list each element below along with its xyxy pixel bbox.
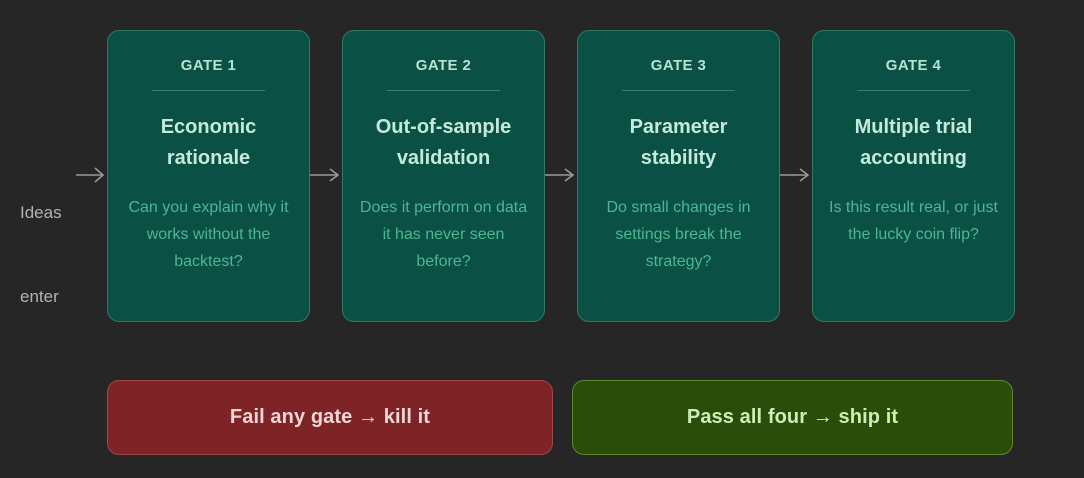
gate-divider (387, 90, 500, 91)
arrow-right-icon (310, 168, 340, 182)
gate-description: Can you explain why it works without the… (128, 199, 289, 270)
gate-title-line2: rationale (166, 147, 251, 169)
gate-title: Multiple trial accounting (827, 112, 1000, 174)
gate-label: GATE 1 (180, 57, 237, 74)
gate-description: Do small changes in settings break the s… (606, 199, 751, 270)
gate-title: Economic rationale (122, 112, 295, 174)
gate-card-4[interactable]: GATE 4 Multiple trial accounting Is this… (812, 30, 1015, 322)
gate-label: GATE 4 (885, 57, 942, 74)
entry-label-line2: enter (20, 287, 59, 306)
gate-title-line1: Out-of-sample (375, 116, 512, 138)
gate-description: Does it perform on data it has never see… (359, 199, 528, 270)
gate-title-line1: Multiple trial (854, 116, 973, 138)
gate-title-line2: validation (396, 147, 491, 169)
gate-title: Parameter stability (592, 112, 765, 174)
gate-title-line2: stability (640, 147, 717, 169)
gate-title-line1: Parameter (629, 116, 728, 138)
arrow-right-icon (780, 168, 810, 182)
gate-label: GATE 2 (415, 57, 472, 74)
entry-label-line1: Ideas (20, 203, 62, 222)
gate-label: GATE 3 (650, 57, 707, 74)
gate-divider (857, 90, 970, 91)
entry-label: Ideas enter (20, 143, 102, 367)
gate-divider (152, 90, 265, 91)
gate-card-3[interactable]: GATE 3 Parameter stability Do small chan… (577, 30, 780, 322)
gate-card-1[interactable]: GATE 1 Economic rationale Can you explai… (107, 30, 310, 322)
gate-title: Out-of-sample validation (357, 112, 530, 174)
gate-description: Is this result real, or just the lucky c… (829, 199, 998, 243)
fail-banner[interactable]: Fail any gate → kill it (107, 380, 553, 455)
gate-card-2[interactable]: GATE 2 Out-of-sample validation Does it … (342, 30, 545, 322)
arrow-right-icon (76, 167, 105, 183)
pass-banner[interactable]: Pass all four → ship it (572, 380, 1013, 455)
gate-divider (622, 90, 735, 91)
arrow-right-icon (545, 168, 575, 182)
gate-title-line2: accounting (860, 147, 967, 169)
gate-title-line1: Economic (160, 116, 257, 138)
